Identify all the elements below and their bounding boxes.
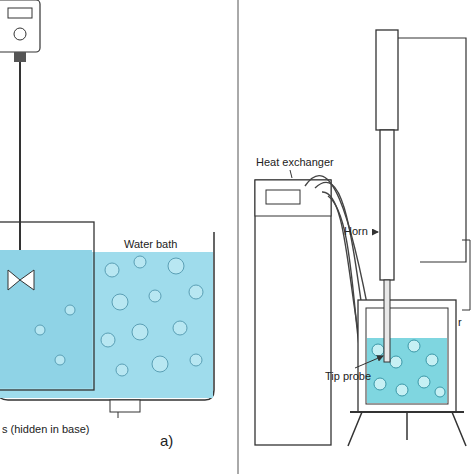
- horn-label: Horn: [344, 225, 368, 238]
- exchanger-label: Heat exchanger: [256, 156, 334, 169]
- probe-label: Tip probe: [325, 370, 371, 383]
- partial-label: r: [458, 316, 462, 329]
- panel-letter: a): [160, 432, 173, 449]
- transducer-label: s (hidden in base): [2, 423, 89, 436]
- bath-label: Water bath: [124, 238, 177, 251]
